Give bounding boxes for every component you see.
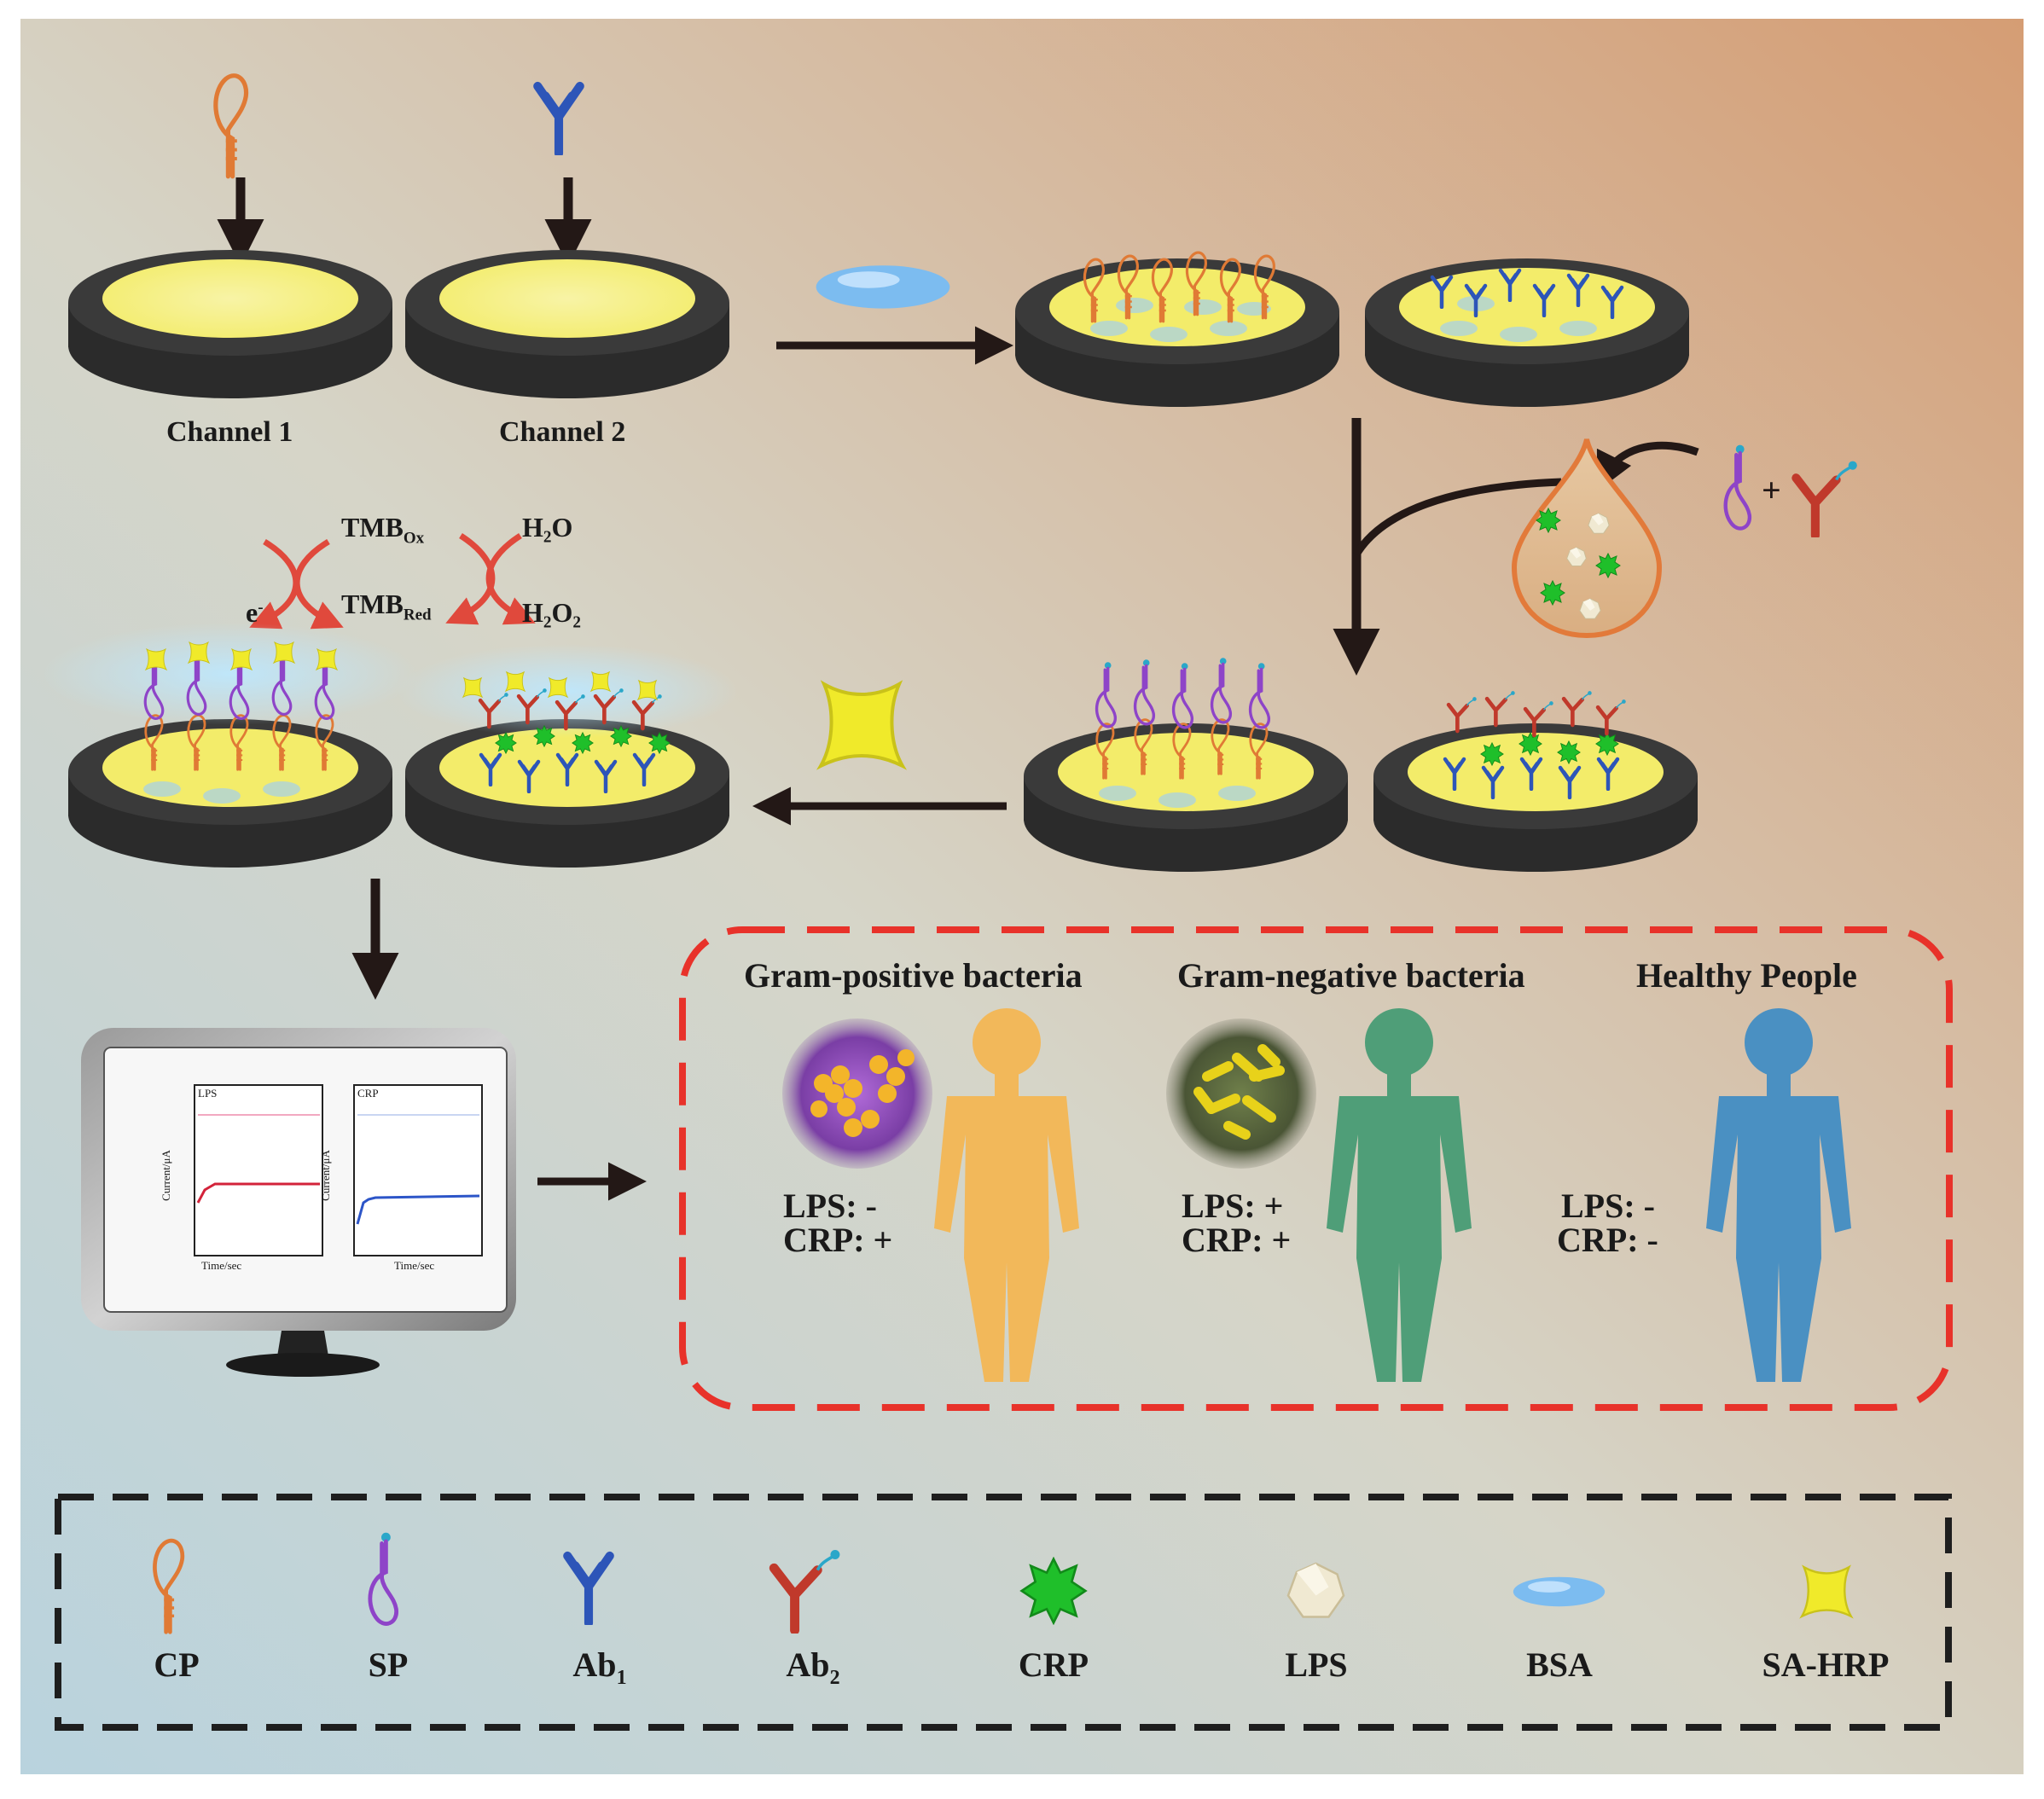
tmb-ox-label: TMBOx [341,512,425,548]
person-healthy [1706,1008,1851,1382]
plot-lps-xlabel: Time/sec [201,1259,242,1272]
h2o2-label: H₂O₂ [522,597,581,628]
gram-negative-bacteria-image [1166,1018,1316,1169]
legend-crp-label: CRP [1018,1645,1089,1684]
monitor [81,1028,516,1377]
gram-negative-lps: LPS: + [1182,1187,1284,1225]
redox-cycle-arrows [249,533,536,630]
gram-positive-bacteria-image [782,1018,932,1169]
person-gram-positive [934,1008,1079,1382]
plot-lps-tag: LPS [198,1087,218,1100]
channel-2-label: Channel 2 [499,416,626,448]
plot-crp-xlabel: Time/sec [394,1259,435,1272]
arrow-into-drop [1596,441,1699,492]
plot-crp-tag: CRP [357,1087,379,1100]
person-gram-negative [1327,1008,1472,1382]
gram-positive-crp: CRP: + [783,1221,893,1259]
plot-crp-ylabel: Current/μA [318,1150,332,1201]
results-box [679,926,1953,1411]
sample-join-curve [1353,478,1562,557]
legend-sahrp-label: SA-HRP [1762,1645,1890,1684]
tmb-red-label: TMBRed [341,589,432,624]
bsa-blocker-icon [816,265,950,309]
electron-label: e- [246,597,264,628]
electrode-sp-bound [1024,723,1348,872]
legend-crp-icon [1020,1558,1087,1624]
plot-lps-frame [194,1084,323,1256]
electrode-channel-1 [68,250,392,398]
legend-sahrp-icon [1800,1565,1853,1618]
plot-lps-curve [196,1182,320,1204]
sample-drop [1511,438,1663,639]
electrode-sandwich-bound [1373,723,1698,872]
sa-hrp-reagent-icon [819,682,904,768]
plot-crp-curve [356,1194,480,1225]
healthy-lps: LPS: - [1561,1187,1655,1225]
electrode-signal-ch2 [405,719,729,868]
healthy-crp: CRP: - [1557,1221,1658,1259]
channel-1-label: Channel 1 [166,416,293,448]
legend-cp-label: CP [154,1645,200,1684]
plus-sign: + [1762,471,1781,509]
electrode-cp-modified [1015,258,1339,407]
h2o-label: H₂O [522,512,573,543]
gram-positive-lps: LPS: - [783,1187,877,1225]
signal-sandwich-ch2 [397,644,738,792]
gram-negative-title: Gram-negative bacteria [1177,956,1525,995]
legend-ab1-label: Ab1 [572,1645,627,1689]
legend-lps-label: LPS [1285,1645,1348,1684]
gram-positive-title: Gram-positive bacteria [744,956,1083,995]
legend-sp-label: SP [368,1645,409,1684]
signal-probes-ch1 [43,623,418,771]
electrode-channel-2 [405,250,729,398]
legend-ab2-label: Ab2 [786,1645,840,1689]
legend-bsa-icon [1513,1576,1606,1607]
electrode-ab1-modified [1365,258,1689,407]
electrode-signal-ch1 [68,719,392,868]
plot-lps-ylabel: Current/μA [159,1150,172,1201]
plot-crp-frame [353,1084,483,1256]
legend-box [55,1494,1952,1731]
gram-negative-crp: CRP: + [1182,1221,1292,1259]
healthy-title: Healthy People [1636,956,1857,995]
legend-bsa-label: BSA [1526,1645,1593,1684]
